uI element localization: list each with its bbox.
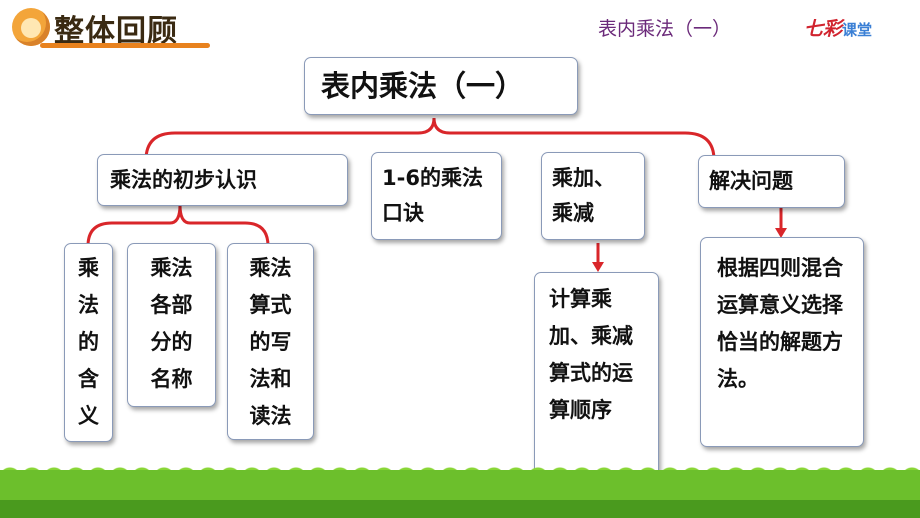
brand-main: 七彩 <box>804 18 843 40</box>
arrow-head-1 <box>592 262 604 272</box>
root-node: 表内乘法（一） <box>304 57 578 115</box>
detail-solving-method: 根据四则混合运算意义选择恰当的解题方法。 <box>700 237 864 447</box>
grass-decoration <box>0 470 920 518</box>
topic-mult-add-sub: 乘加、乘减 <box>541 152 645 240</box>
topic1-brace <box>86 204 270 247</box>
topic-problem-solving: 解决问题 <box>698 155 845 208</box>
topic-multiplication-intro: 乘法的初步认识 <box>97 154 348 206</box>
brand-logo: 七彩课堂 <box>804 14 872 41</box>
subtopic-meaning: 乘法的含义 <box>64 243 113 442</box>
detail-order-of-operations: 计算乘加、乘减算式的运算顺序 <box>534 272 659 478</box>
subtopic-writing-reading: 乘法算式的写法和读法 <box>227 243 314 440</box>
topic-times-table: 1-6的乘法口诀 <box>371 152 502 240</box>
arrow-head-2 <box>775 228 787 238</box>
brand-sub: 课堂 <box>842 21 873 39</box>
root-brace <box>144 117 716 161</box>
title-underline <box>40 43 210 48</box>
logo-icon <box>12 8 50 46</box>
lesson-name: 表内乘法（一） <box>598 18 732 40</box>
subtopic-part-names: 乘法各部分的名称 <box>127 243 216 407</box>
